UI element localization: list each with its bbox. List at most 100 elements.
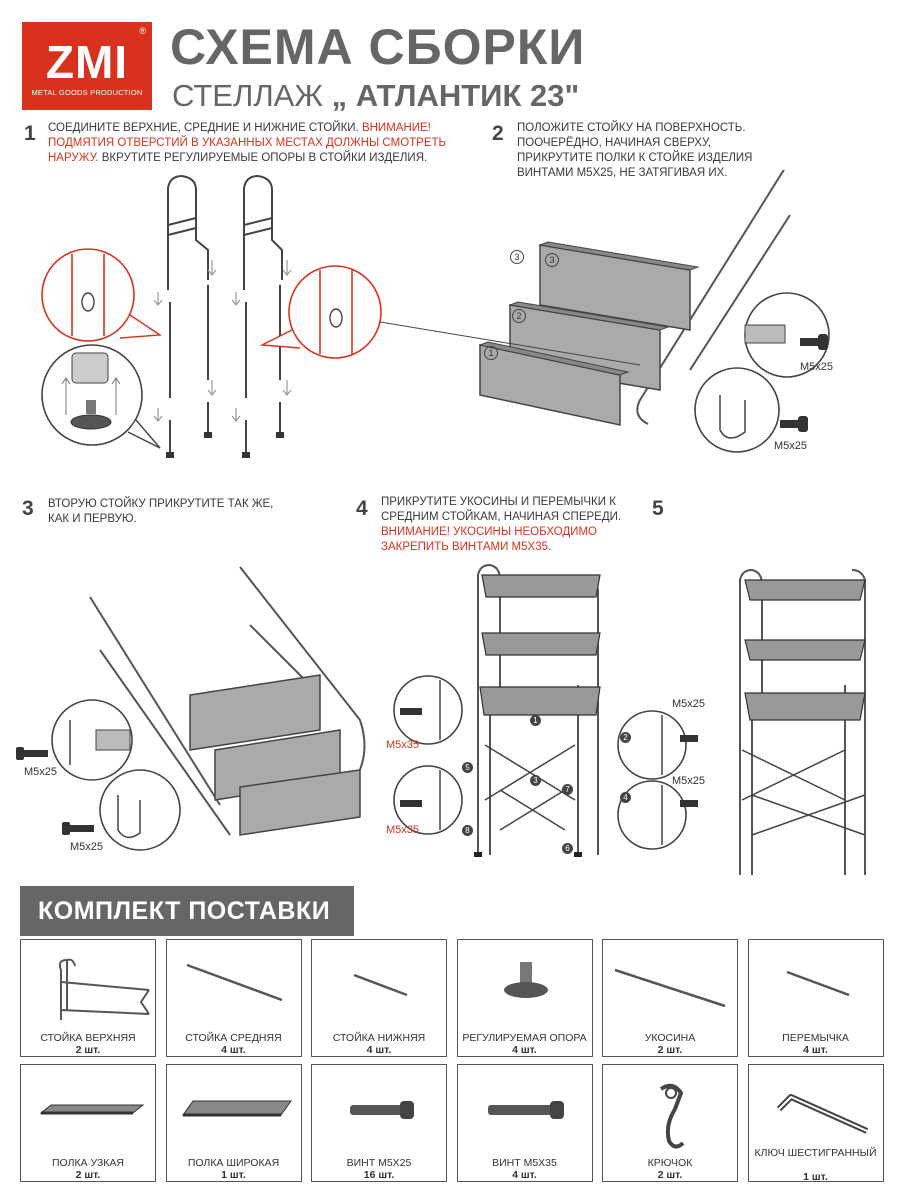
kit-item: Полка широкая1 шт. (165, 1064, 302, 1182)
rack-shelf-low (479, 686, 601, 716)
kit-item: Винт М5х354 шт. (456, 1064, 593, 1182)
upper-post-right (243, 174, 283, 290)
kit-item-name: Стойка нижняя (332, 1032, 426, 1044)
hole-detail-right (259, 265, 382, 359)
kit-item: Полка узкая2 шт. (20, 1064, 156, 1182)
kit-item: Ключ шестигранный 1 шт. (747, 1064, 884, 1183)
kit-item: Винт М5х2516 шт. (311, 1064, 447, 1182)
kit-item-name: Винт М5х35 (492, 1157, 557, 1169)
kit-item-qty: 16 шт. (363, 1169, 395, 1181)
kit-item-name: Стойка верхняя (40, 1032, 136, 1044)
shelf-marker-1: 1 (484, 346, 498, 360)
rack-shelf-top (481, 574, 601, 598)
kit-item-qty: 2 шт. (75, 1169, 101, 1181)
step-1-warning: Внимание! Подмятия отверстий в указанных… (48, 122, 447, 164)
shelf-drawing-1 (478, 341, 630, 426)
shelf-drawing-3 (538, 241, 700, 331)
steps-1-2-illustration (41, 170, 830, 458)
page-title: СХЕМА СБОРКИ (170, 19, 586, 75)
step-2-text: Положите стойку на поверхность. Поочерёд… (517, 122, 753, 179)
step-4-marker-2: 2 (620, 732, 631, 743)
kit-item-qty: 2 шт. (657, 1044, 683, 1056)
shelf-marker-2: 2 (512, 309, 526, 323)
step3-screw-detail-lower (62, 769, 181, 851)
hex-key-icon (776, 1094, 868, 1134)
upper-post-left (167, 174, 209, 290)
kit-item-qty: 4 шт. (512, 1169, 537, 1181)
kit-item: Стойка нижняя4 шт. (311, 939, 447, 1057)
shelf-marker-3: 3 (510, 250, 524, 264)
kit-item: Стойка верхняя2 шт. (20, 939, 156, 1057)
step-4-screw-label-r1: М5х25 (672, 698, 706, 710)
step-4-text-main: Прикрутите укосины и перемычки к средним… (381, 496, 622, 523)
step-1-text: Соедините верхние, средние и нижние стой… (48, 121, 448, 166)
step-4-marker-3: 3 (530, 775, 541, 786)
kit-item: Крючок2 шт. (602, 1064, 738, 1182)
step-4-number: 4 (356, 497, 368, 520)
kit-item-name: Перемычка (782, 1032, 849, 1044)
shelf-marker-3b: 3 (545, 253, 559, 267)
step3-screw-detail-upper (16, 699, 133, 781)
step-2-number: 2 (492, 122, 504, 145)
lower-post-icon (353, 973, 408, 997)
step-2-screw-label-1: М5х25 (800, 361, 834, 373)
kit-item-name: Ключ шестигранный (754, 1147, 877, 1159)
product-type: СТЕЛЛАЖ (172, 78, 323, 113)
kit-item-name: Стойка средняя (185, 1032, 282, 1044)
hole-detail-left (41, 248, 163, 342)
kit-item-name: Полка широкая (187, 1157, 280, 1169)
adjustable-foot-icon (503, 962, 548, 998)
step-1-text-a: Соедините верхние, средние и нижние стой… (48, 122, 359, 134)
kit-item-qty: 4 шт. (221, 1044, 246, 1056)
kit-title: КОМПЛЕКТ ПОСТАВКИ (20, 886, 354, 936)
step-4-marker-5: 5 (462, 762, 473, 773)
step-4-marker-4: 4 (620, 792, 631, 803)
registered-mark: ® (139, 26, 146, 36)
middle-post-icon (186, 963, 282, 1002)
brand-logo: ® ZMI METAL GOODS PRODUCTION (22, 22, 152, 110)
product-subtitle: СТЕЛЛАЖ „ АТЛАНТИК 23" (172, 78, 579, 114)
kit-item-name: Винт М5х25 (346, 1157, 412, 1169)
kit-item: Стойка средняя4 шт. (165, 939, 302, 1057)
screw-m5x35-icon (487, 1101, 564, 1119)
step4-detail-left-bottom (393, 765, 463, 835)
kit-item-qty: 4 шт. (803, 1044, 828, 1056)
finished-rack (739, 568, 866, 875)
product-name: „ АТЛАНТИК 23" (331, 78, 580, 113)
kit-item-name: Регулируемая опора (462, 1032, 587, 1044)
kit-item-qty: 1 шт. (803, 1171, 828, 1183)
step-4-marker-8: 8 (462, 825, 473, 836)
kit-item-name: Крючок (647, 1157, 693, 1169)
step-3-text: Вторую стойку прикрутите так же, как и п… (48, 498, 274, 525)
step-1-text-b: Вкрутите регулируемые опоры в стойки изд… (101, 152, 428, 164)
upper-post-icon (58, 958, 150, 1020)
screw-detail-upper (744, 292, 830, 378)
kit-item-qty: 4 шт. (366, 1044, 392, 1056)
step-4-marker-1: 1 (530, 715, 541, 726)
hook-icon (659, 1083, 685, 1149)
narrow-shelf-icon (39, 1104, 145, 1115)
step-1-number: 1 (24, 122, 36, 145)
step-4-screw-label-r2: М5х25 (672, 775, 706, 787)
kit-item-name: Полка узкая (51, 1157, 124, 1169)
kit-item-qty: 4 шт. (512, 1044, 537, 1056)
kit-item-name: Укосина (644, 1032, 696, 1044)
step-3-screw-label-1: М5х25 (24, 766, 58, 778)
screw-m5x25-icon (350, 1101, 414, 1119)
step-3-screw-label-2: М5х25 (70, 841, 104, 853)
step3-shelf-top (189, 674, 321, 751)
step-4-marker-7: 7 (562, 784, 573, 795)
step-3-number: 3 (22, 497, 34, 520)
crossbar-icon (786, 970, 849, 997)
step-2-screw-label-2: М5х25 (774, 440, 808, 452)
logo-brand: ZMI (45, 36, 129, 88)
step-4-marker-6: 6 (562, 843, 573, 854)
step-4-screw-label-l1: М5х35 (386, 739, 420, 751)
steps-3-5-illustration (16, 563, 866, 875)
foot-detail (41, 344, 161, 449)
step-4-text: Прикрутите укосины и перемычки к средним… (381, 495, 646, 555)
step4-detail-left-top (393, 675, 463, 745)
kit-item: Перемычка4 шт. (747, 939, 884, 1057)
step4-detail-right-top (617, 710, 698, 780)
step-4-screw-label-l2: М5х35 (386, 824, 420, 836)
